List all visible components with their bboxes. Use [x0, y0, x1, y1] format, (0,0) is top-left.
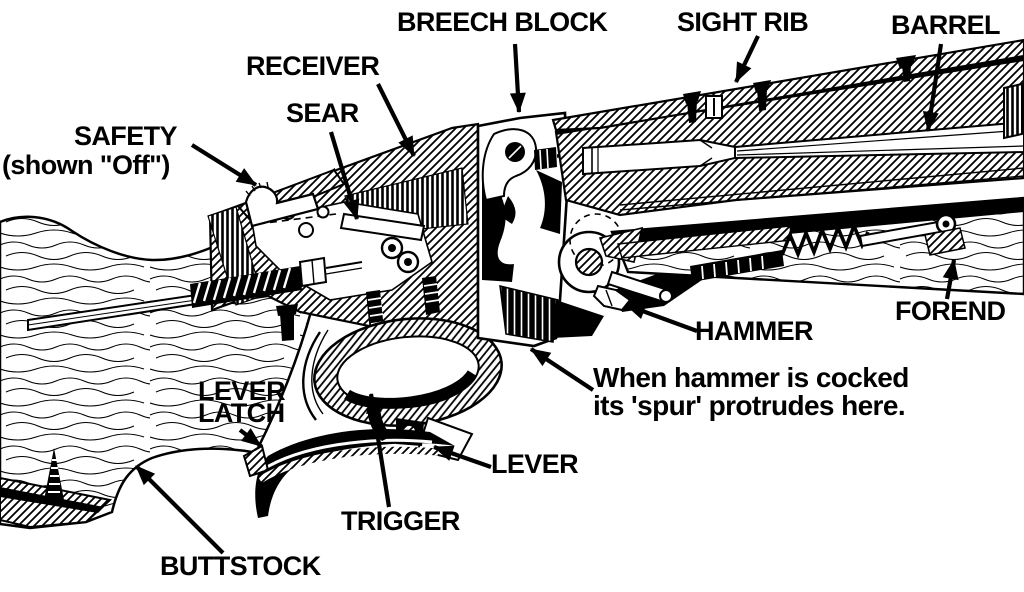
leader-arrow-forend [942, 259, 959, 300]
label-hammer: HAMMER [695, 316, 813, 346]
leader-arrow-barrel [922, 43, 944, 132]
rib-screw-icon [683, 55, 916, 123]
note-line-2: its 'spur' protrudes here. [593, 390, 906, 421]
sight-rib-drawing [551, 38, 1024, 132]
label-sight-rib: SIGHT RIB [677, 7, 809, 37]
label-trigger: TRIGGER [341, 506, 460, 536]
barrel-drawing [554, 53, 1024, 217]
leader-arrow-receiver [376, 83, 416, 157]
label-lever-latch-line-1: LEVER [198, 376, 286, 406]
leader-arrow-breech-block [509, 43, 526, 113]
label-forend: FOREND [895, 296, 1006, 326]
leader-arrow-safety [190, 143, 258, 187]
leader-arrow-lever-latch [238, 428, 263, 448]
label-safety: SAFETY (shown "Off") [2, 121, 178, 180]
label-lever-latch-line-2: LATCH [198, 398, 285, 428]
forend-spring-icon [690, 213, 966, 282]
forend-drawing [598, 196, 1024, 296]
leader-arrow-buttstock [134, 464, 225, 555]
leader-arrow-hammer [625, 303, 698, 333]
leader-arrow-trigger [366, 393, 392, 508]
label-lever: LEVER [491, 449, 579, 479]
leader-arrow-hammer-spur-note [529, 347, 595, 392]
label-hammer-spur-note: When hammer is cocked its 'spur' protrud… [593, 364, 909, 420]
label-sear: SEAR [286, 98, 359, 128]
label-lever-latch: LEVER LATCH [198, 376, 286, 428]
sear-drawing [339, 212, 426, 242]
label-receiver: RECEIVER [246, 51, 380, 81]
label-barrel: BARREL [891, 10, 1001, 40]
stock-screw-icon [44, 448, 64, 500]
label-buttstock: BUTTSTOCK [160, 551, 321, 581]
leader-arrows [134, 35, 959, 555]
lever-drawing [313, 317, 503, 462]
coil-spring-icon [192, 267, 292, 304]
label-breech-block: BREECH BLOCK [397, 7, 608, 37]
leader-arrow-sight-rib [734, 35, 760, 83]
label-safety-title: SAFETY [74, 121, 178, 151]
safety-drawing [244, 181, 320, 228]
lever-latch-drawing [242, 429, 455, 518]
leader-arrow-sear [328, 131, 360, 220]
label-safety-subtitle: (shown "Off") [2, 150, 170, 180]
note-line-1: When hammer is cocked [593, 362, 909, 393]
stock-bolt-drawing [27, 256, 363, 332]
leader-arrow-lever [433, 445, 492, 469]
